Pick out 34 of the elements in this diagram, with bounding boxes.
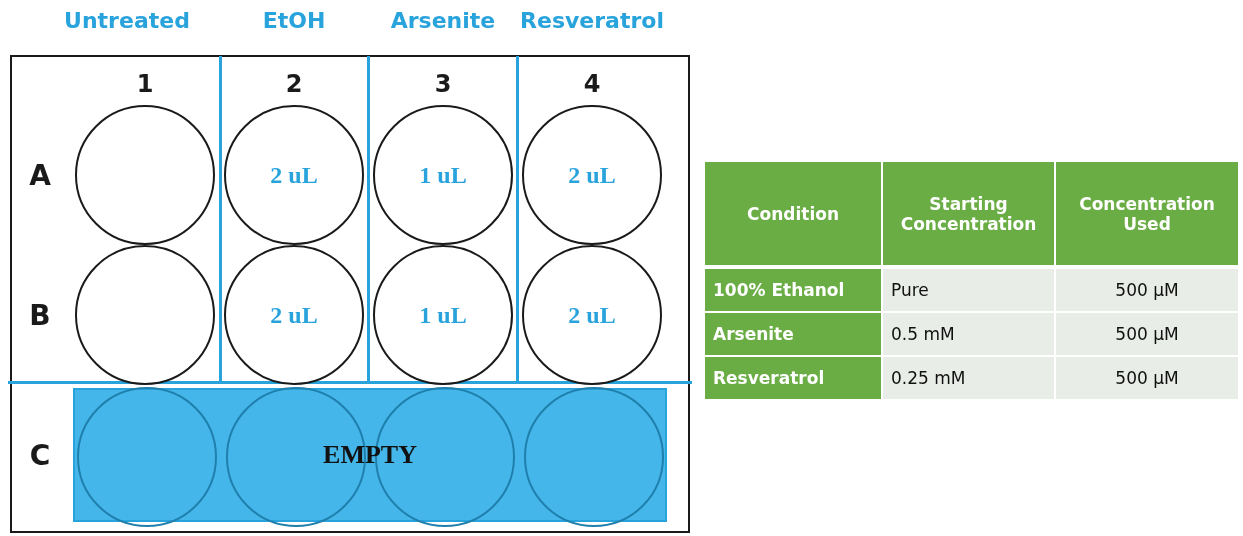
row-header: Arsenite [705,313,881,355]
column-header: Starting Concentration [883,162,1054,265]
row-header: 100% Ethanol [705,269,881,311]
volume-label: 2 uL [270,301,318,329]
well-circle [524,387,664,527]
column-number: 4 [583,70,601,98]
column-number: 3 [434,70,452,98]
column-header: Concentration Used [1056,162,1238,265]
row-header: Resveratrol [705,357,881,399]
table-value: 500 µM [1056,313,1238,355]
volume-label: 1 uL [419,161,467,189]
volume-label: 2 uL [568,301,616,329]
volume-label: 1 uL [419,301,467,329]
volume-label: 2 uL [568,161,616,189]
well-circle [373,245,513,385]
table-value: 500 µM [1056,357,1238,399]
column-header: Condition [705,162,881,265]
column-number: 1 [136,70,154,98]
row-letter: A [29,159,51,192]
table-value: Pure [883,269,1054,311]
row-letter: B [29,299,51,332]
volume-label: 2 uL [270,161,318,189]
treatment-label: Resveratrol [520,8,664,33]
well-circle [77,387,217,527]
row-letter: C [29,439,51,472]
table-value: 0.25 mM [883,357,1054,399]
well-circle [224,245,364,385]
table-value: 0.5 mM [883,313,1054,355]
treatment-label: Arsenite [390,8,496,33]
column-number: 2 [285,70,303,98]
treatment-label: Untreated [64,8,190,33]
table-value: 500 µM [1056,269,1238,311]
treatment-label: EtOH [262,8,326,33]
empty-label: EMPTY [323,440,417,470]
